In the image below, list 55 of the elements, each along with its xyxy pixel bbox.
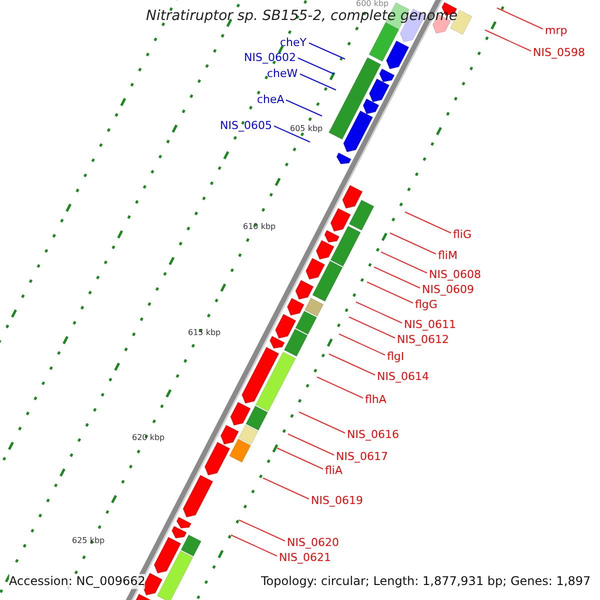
leader-line bbox=[274, 126, 310, 142]
gene-label: fliG bbox=[453, 228, 472, 241]
leader-line bbox=[374, 266, 420, 288]
gene-label: NIS_0614 bbox=[377, 370, 429, 383]
leader-line bbox=[298, 412, 346, 434]
leader-line bbox=[328, 354, 376, 376]
gene-label: NIS_0609 bbox=[422, 283, 474, 296]
leader-line bbox=[316, 376, 364, 398]
gene-label: NIS_0616 bbox=[347, 428, 399, 441]
gene-label: NIS_0617 bbox=[336, 450, 388, 463]
title: Nitratiruptor sp. SB155-2, complete genome bbox=[146, 8, 458, 25]
gene-label: flhA bbox=[365, 393, 386, 406]
leader-line bbox=[308, 42, 346, 60]
gene-label: NIS_0605 bbox=[220, 119, 272, 132]
leader-line bbox=[238, 520, 286, 542]
leader-line bbox=[288, 434, 334, 456]
genome-info-text: Accession: NC_009662 bbox=[9, 574, 146, 589]
leader-line bbox=[338, 334, 386, 356]
leader-line bbox=[380, 252, 428, 274]
leader-line bbox=[286, 100, 322, 116]
gene-label: fliA bbox=[325, 464, 343, 477]
leader-line bbox=[484, 30, 532, 52]
gene-label: mrp bbox=[545, 24, 568, 37]
gene-label: fliM bbox=[438, 249, 458, 262]
position-label: 605 kbp bbox=[290, 124, 323, 134]
position-label: 610 kbp bbox=[243, 222, 276, 232]
gene-label: NIS_0608 bbox=[429, 268, 481, 281]
leader-line bbox=[230, 534, 278, 556]
gene-label: cheY bbox=[280, 36, 307, 49]
gene-label: NIS_0619 bbox=[311, 494, 363, 507]
position-label: 600 kbp bbox=[356, 0, 389, 9]
gene-label: NIS_0612 bbox=[397, 333, 449, 346]
gene-label: NIS_0611 bbox=[404, 318, 456, 331]
position-label: 615 kbp bbox=[188, 328, 221, 338]
leader-line bbox=[390, 232, 436, 254]
leader-line bbox=[276, 448, 324, 470]
leader-line bbox=[356, 302, 402, 324]
position-label: 620 kbp bbox=[132, 433, 165, 443]
gene-label: NIS_0621 bbox=[279, 551, 331, 564]
gene-label: NIS_0602 bbox=[244, 51, 296, 64]
gene-label: cheW bbox=[267, 67, 298, 80]
leader-line bbox=[348, 316, 396, 338]
leader-line bbox=[262, 478, 310, 500]
gene-label: NIS_0620 bbox=[287, 536, 339, 549]
leader-line bbox=[404, 212, 452, 234]
leader-line bbox=[298, 58, 334, 74]
gene-label: NIS_0598 bbox=[533, 46, 585, 59]
gene-label: cheA bbox=[257, 93, 284, 106]
leader-line bbox=[300, 74, 336, 90]
position-label: 625 kbp bbox=[72, 536, 105, 546]
leader-line bbox=[496, 8, 544, 30]
gene-label: flgG bbox=[415, 298, 438, 311]
genome-info-text: Topology: circular; Length: 1,877,931 bp; Genes: 1,897 bbox=[261, 574, 591, 589]
leader-line bbox=[366, 282, 414, 304]
gene-label: flgI bbox=[387, 350, 404, 363]
